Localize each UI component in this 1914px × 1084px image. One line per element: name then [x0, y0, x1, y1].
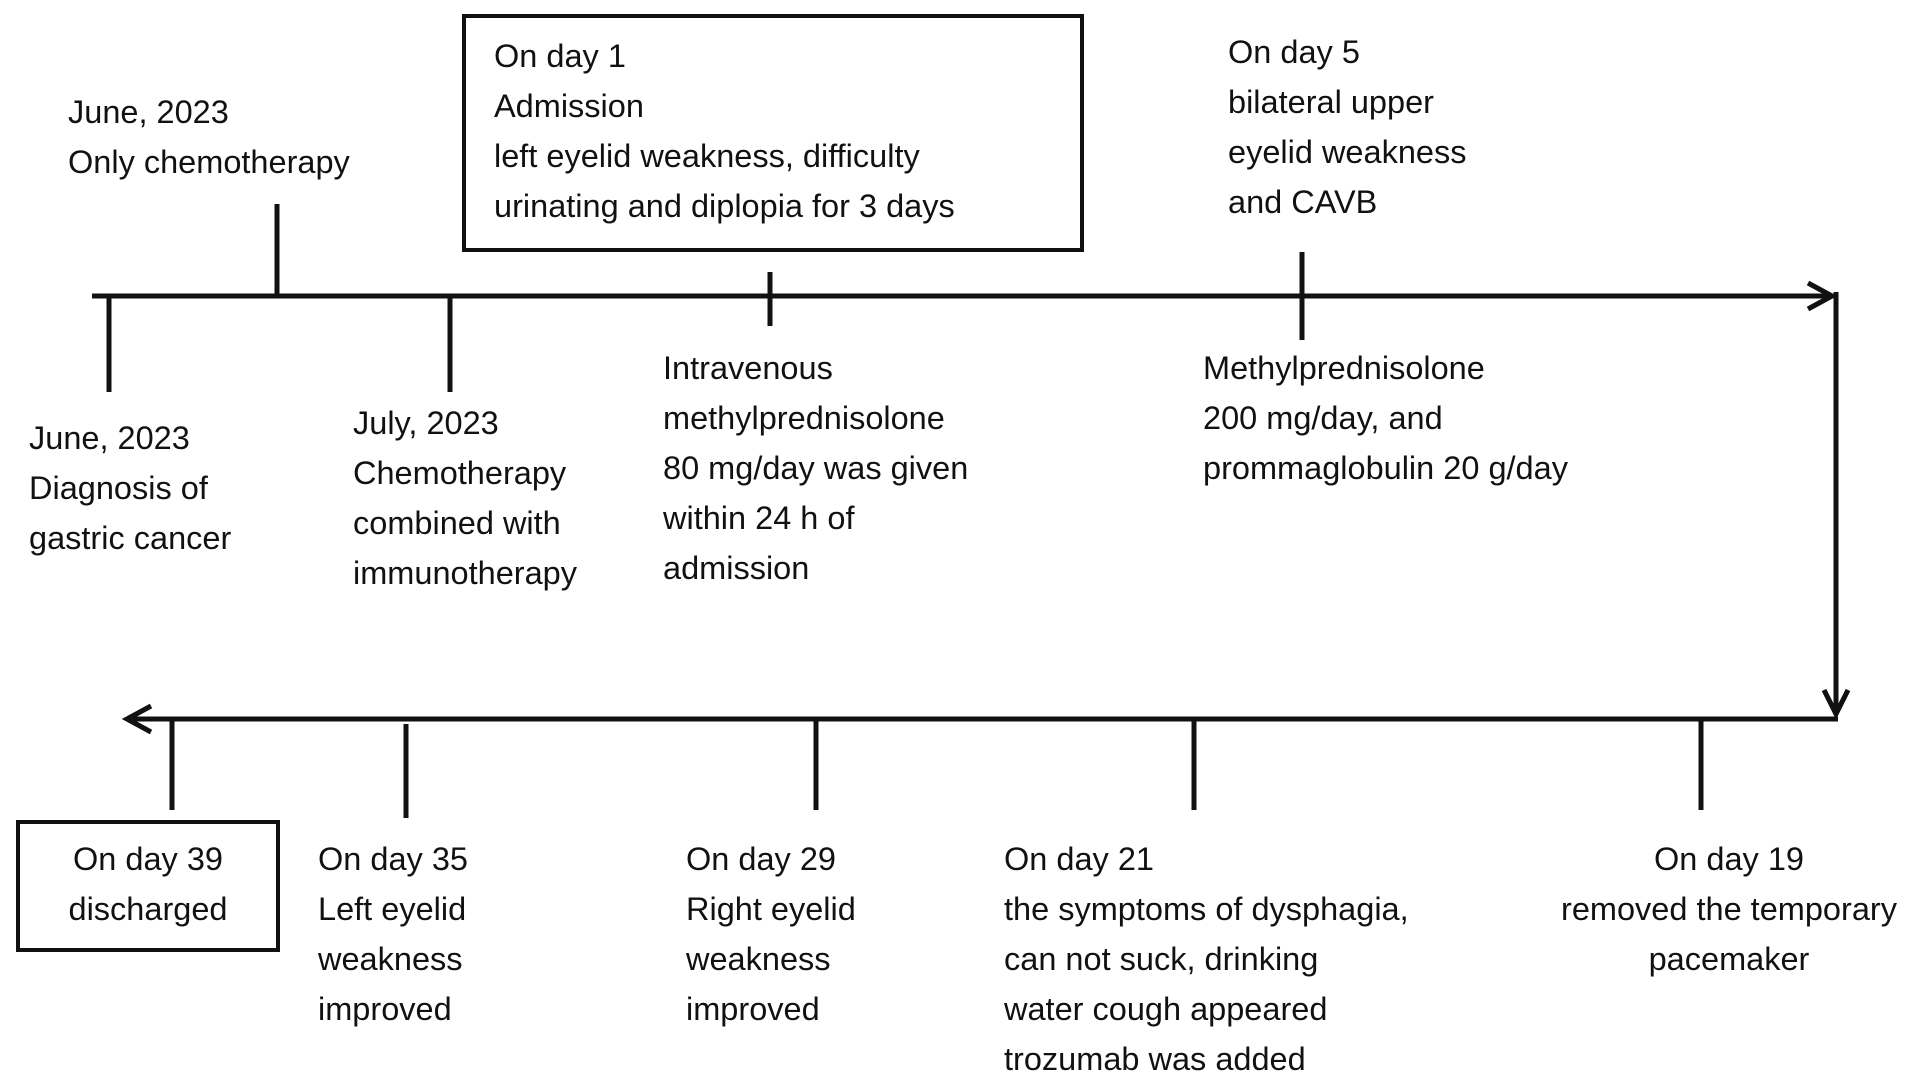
- event-day5: On day 5 bilateral upper eyelid weakness…: [1228, 27, 1466, 227]
- event-line: Diagnosis of: [29, 470, 208, 506]
- event-line: bilateral upper: [1228, 84, 1434, 120]
- event-day19: On day 19 removed the temporary pacemake…: [1548, 834, 1910, 984]
- event-line: On day 29: [686, 841, 836, 877]
- event-line: June, 2023: [29, 420, 190, 456]
- event-line: pacemaker: [1648, 941, 1810, 977]
- event-line: 200 mg/day, and: [1203, 400, 1443, 436]
- connector-arrowhead: [1821, 688, 1851, 720]
- event-line: combined with: [353, 505, 561, 541]
- event-line: prommaglobulin 20 g/day: [1203, 450, 1568, 486]
- event-line: the symptoms of dysphagia,: [1004, 891, 1409, 927]
- event-line: gastric cancer: [29, 520, 232, 556]
- event-line: discharged: [68, 891, 228, 927]
- event-chemo-immunotherapy: July, 2023 Chemotherapy combined with im…: [353, 398, 577, 598]
- event-line: On day 1: [494, 38, 626, 74]
- event-line: can not suck, drinking: [1004, 941, 1319, 977]
- event-line: Admission: [494, 88, 644, 124]
- day39-box: [16, 820, 280, 952]
- event-line: Chemotherapy: [353, 455, 567, 491]
- event-day21: On day 21 the symptoms of dysphagia, can…: [1004, 834, 1409, 1084]
- event-diagnosis: June, 2023 Diagnosis of gastric cancer: [29, 413, 231, 563]
- event-only-chemotherapy: June, 2023 Only chemotherapy: [68, 87, 350, 187]
- day1-box: [462, 14, 1084, 252]
- event-day39: On day 39 discharged: [20, 834, 276, 934]
- event-line: Only chemotherapy: [68, 144, 350, 180]
- event-line: within 24 h of: [663, 500, 855, 536]
- event-line: methylprednisolone: [663, 400, 945, 436]
- event-day29: On day 29 Right eyelid weakness improved: [686, 834, 856, 1034]
- event-line: June, 2023: [68, 94, 229, 130]
- event-day1-admission: On day 1 Admission left eyelid weakness,…: [494, 31, 955, 231]
- event-line: weakness: [686, 941, 831, 977]
- event-line: water cough appeared: [1004, 991, 1328, 1027]
- event-iv-methylprednisolone: Intravenous methylprednisolone 80 mg/day…: [663, 343, 968, 593]
- event-line: On day 39: [73, 841, 223, 877]
- event-day35: On day 35 Left eyelid weakness improved: [318, 834, 468, 1034]
- event-line: Methylprednisolone: [1203, 350, 1485, 386]
- upper-axis-arrowhead: [1806, 280, 1838, 312]
- event-line: July, 2023: [353, 405, 499, 441]
- event-line: trozumab was added: [1004, 1041, 1306, 1077]
- event-line: On day 19: [1654, 841, 1804, 877]
- event-line: Left eyelid: [318, 891, 467, 927]
- event-line: eyelid weakness: [1228, 134, 1467, 170]
- event-line: On day 35: [318, 841, 468, 877]
- event-line: improved: [318, 991, 452, 1027]
- event-line: improved: [686, 991, 820, 1027]
- event-line: weakness: [318, 941, 463, 977]
- event-line: admission: [663, 550, 810, 586]
- event-line: urinating and diplopia for 3 days: [494, 188, 955, 224]
- lower-axis-arrowhead: [121, 703, 153, 735]
- event-line: On day 5: [1228, 34, 1360, 70]
- event-line: 80 mg/day was given: [663, 450, 969, 486]
- event-line: On day 21: [1004, 841, 1154, 877]
- event-line: Right eyelid: [686, 891, 856, 927]
- event-line: immunotherapy: [353, 555, 577, 591]
- event-line: left eyelid weakness, difficulty: [494, 138, 920, 174]
- event-line: Intravenous: [663, 350, 833, 386]
- event-line: and CAVB: [1228, 184, 1378, 220]
- event-methylprednisolone-immunoglobulin: Methylprednisolone 200 mg/day, and promm…: [1203, 343, 1568, 493]
- event-line: removed the temporary: [1561, 891, 1897, 927]
